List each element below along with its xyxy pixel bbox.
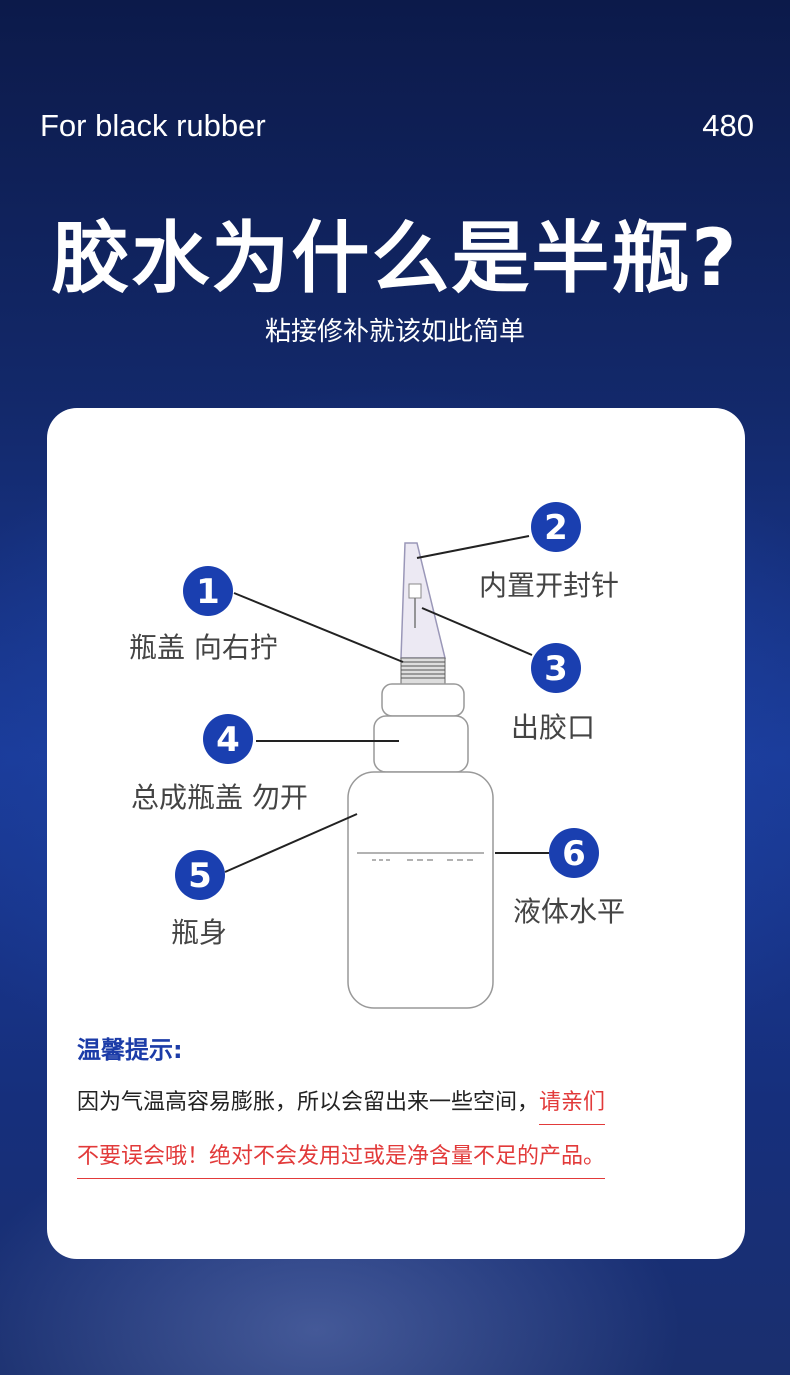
svg-text:4: 4: [216, 720, 240, 760]
tips-line-1-red: 请亲们: [539, 1084, 606, 1125]
svg-text:5: 5: [188, 856, 212, 896]
top-left-text: For black rubber: [40, 108, 266, 143]
badge-3: 3: [531, 643, 581, 693]
svg-text:6: 6: [562, 834, 586, 874]
label-piercing-pin: 内置开封针: [479, 569, 620, 602]
badge-6: 6: [549, 828, 599, 878]
leader-lines: [224, 535, 549, 873]
svg-text:3: 3: [544, 649, 568, 689]
label-outlet: 出胶口: [511, 711, 596, 744]
badge-5: 5: [175, 850, 225, 900]
label-cap: 瓶盖 向右拧: [129, 631, 278, 664]
page-subtitle: 粘接修补就该如此简单: [264, 317, 525, 347]
bottle-collar: [373, 715, 469, 773]
label-bottle-body: 瓶身: [171, 916, 228, 949]
bottle-cap: [381, 683, 465, 717]
badge-4: 4: [203, 714, 253, 764]
tips-line-1: 因为气温高容易膨胀，所以会留出来一些空间，请亲们: [77, 1084, 606, 1133]
badge-1: 1: [183, 566, 233, 616]
liquid-level-line: [357, 852, 484, 861]
label-liquid-level: 液体水平: [513, 895, 626, 928]
top-right-number: 480: [702, 108, 754, 143]
bottle-nozzle: [400, 542, 446, 685]
label-cap-assembly: 总成瓶盖 勿开: [131, 781, 308, 814]
bottle-diagram: 1 2 3 4 5 6: [175, 502, 599, 1009]
bottle-body: [347, 771, 494, 1009]
svg-text:1: 1: [196, 572, 220, 612]
tips-line-2: 不要误会哦！绝对不会发用过或是净含量不足的产品。: [77, 1138, 606, 1179]
tips-title: 温馨提示:: [77, 1036, 183, 1064]
svg-text:2: 2: [544, 508, 568, 548]
badge-2: 2: [531, 502, 581, 552]
page-title: 胶水为什么是半瓶?: [51, 214, 739, 304]
info-card: 1 2 3 4 5 6 瓶盖 向右拧 内置开封针 出胶口 总成瓶盖 勿开 瓶身 …: [47, 408, 745, 1259]
